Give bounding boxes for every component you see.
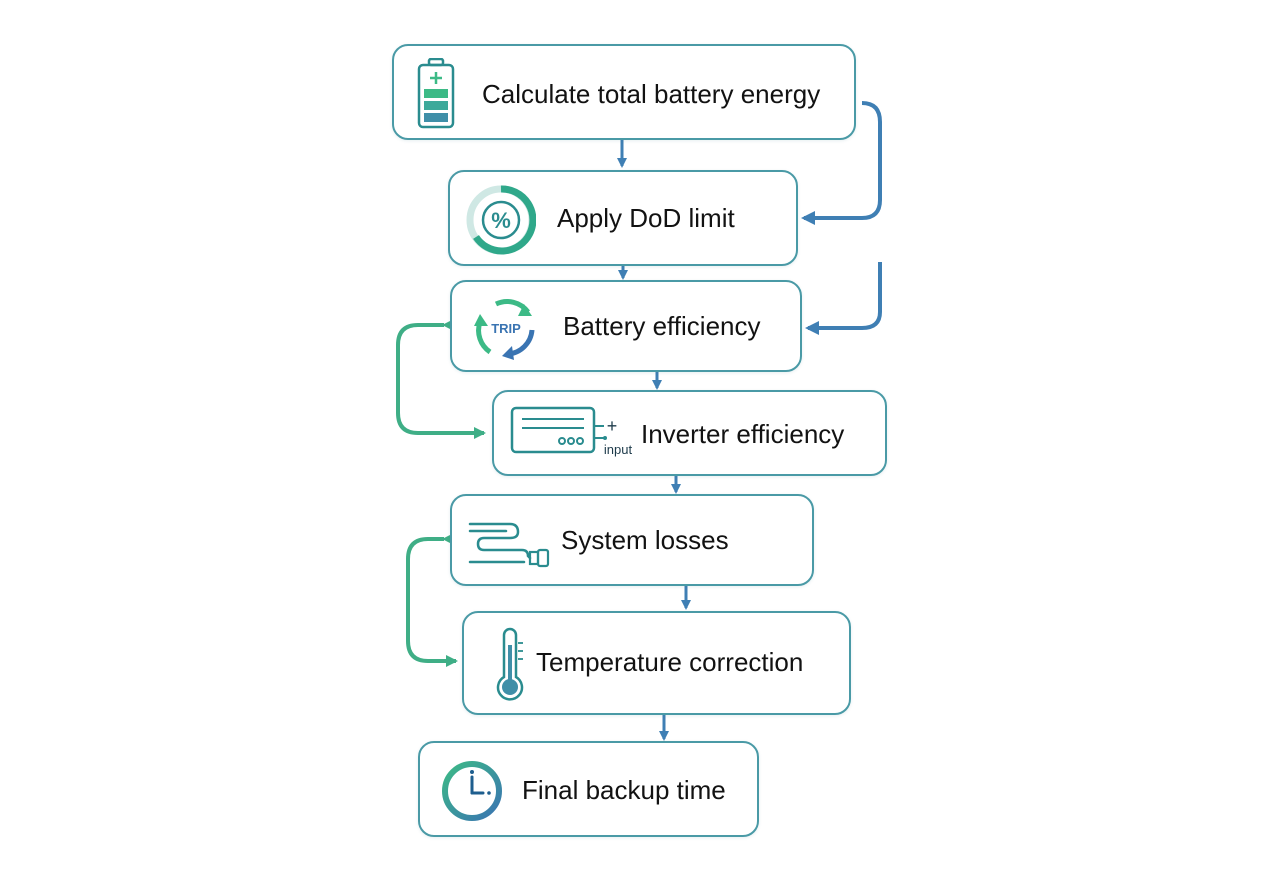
step-apply-dod-limit: % Apply DoD limit: [448, 170, 798, 266]
cable-icon: [468, 522, 550, 568]
step-label: Calculate total battery energy: [482, 79, 821, 109]
step-label: Apply DoD limit: [557, 203, 735, 233]
step-inverter-efficiency: + input Inverter efficiency: [492, 390, 887, 476]
step-label: Battery efficiency: [563, 311, 761, 341]
step-final-backup-time: Final backup time: [418, 741, 759, 837]
battery-icon: [417, 58, 455, 129]
round-trip-arrows-icon: TRIP: [474, 299, 535, 360]
trip-text: TRIP: [491, 321, 521, 336]
input-label: input: [604, 442, 633, 457]
step-temperature-correction: Temperature correction: [462, 611, 851, 715]
step-label: Temperature correction: [536, 647, 804, 677]
step-calculate-total-battery-energy: Calculate total battery energy: [392, 44, 856, 140]
side-arrow-5-6: [406, 533, 458, 667]
percent-symbol: %: [491, 208, 511, 233]
step-label: System losses: [561, 525, 729, 555]
side-arrow-3-4: [396, 319, 486, 439]
step-label: Final backup time: [522, 775, 726, 805]
percent-gauge-icon: %: [466, 185, 536, 255]
inverter-icon: + input: [510, 406, 633, 457]
step-label: Inverter efficiency: [641, 419, 845, 449]
step-system-losses: System losses: [450, 494, 814, 586]
step-battery-efficiency: TRIP Battery efficiency: [450, 280, 802, 372]
side-arrow-to-3: [805, 262, 882, 335]
plus-symbol: +: [607, 416, 618, 436]
thermometer-icon: [496, 627, 524, 701]
side-arrow-1-to-2: [801, 101, 882, 225]
clock-icon: [442, 761, 502, 821]
